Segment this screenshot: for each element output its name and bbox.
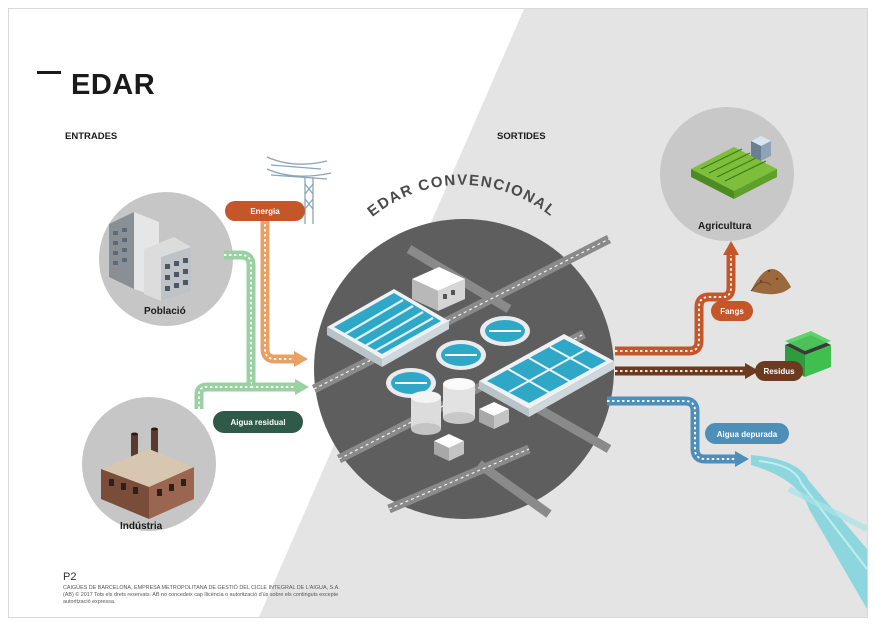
population-node: Població bbox=[99, 192, 233, 326]
wastewater-tag: Aigua residual bbox=[213, 411, 303, 433]
water-stream-icon bbox=[751, 455, 867, 609]
page-title: EDAR bbox=[71, 69, 156, 101]
sludge-label: Fangs bbox=[720, 307, 744, 316]
wastewater-label: Aigua residual bbox=[230, 418, 285, 427]
factory-icon bbox=[101, 427, 194, 519]
waste-label: Residus bbox=[763, 367, 795, 376]
wastewater-pipe bbox=[194, 250, 309, 409]
energy-tag: Energia bbox=[225, 201, 305, 221]
industry-label: Indústria bbox=[120, 521, 163, 532]
power-pylon-icon bbox=[266, 156, 332, 224]
agriculture-node: Agricultura bbox=[660, 107, 794, 241]
title-dash bbox=[37, 71, 61, 74]
treated-water-tag: Aigua depurada bbox=[705, 423, 789, 444]
population-label: Població bbox=[144, 306, 186, 317]
aeration-basins bbox=[479, 334, 614, 417]
plant-label: EDAR CONVENCIONAL bbox=[364, 172, 559, 221]
energy-label: Energia bbox=[250, 207, 280, 216]
waste-tag: Residus bbox=[755, 361, 803, 381]
sludge-pile-icon bbox=[750, 268, 791, 295]
buildings-icon bbox=[109, 212, 191, 301]
industry-node: Indústria bbox=[82, 397, 216, 532]
treatment-plant: EDAR CONVENCIONAL bbox=[311, 172, 614, 519]
farm-icon bbox=[691, 136, 777, 199]
treated-water-label: Aigua depurada bbox=[717, 430, 778, 439]
sludge-pipe bbox=[615, 241, 739, 356]
clarifiers bbox=[386, 316, 530, 398]
settling-tanks bbox=[327, 289, 449, 367]
agriculture-label: Agricultura bbox=[698, 221, 752, 232]
control-building bbox=[412, 267, 465, 311]
waste-pipe bbox=[615, 363, 759, 379]
diagram-canvas: Població Indústria bbox=[82, 107, 867, 609]
energy-pipe bbox=[260, 219, 308, 367]
treated-water-pipe bbox=[607, 396, 749, 467]
copyright-text: CAIGÜES DE BARCELONA, EMPRESA METROPOLIT… bbox=[63, 585, 340, 605]
digesters bbox=[411, 378, 509, 461]
page-number: P2 bbox=[63, 571, 77, 583]
infographic-frame: EDAR ENTRADES SORTIDES Població bbox=[8, 8, 868, 618]
section-outputs-label: SORTIDES bbox=[497, 131, 546, 142]
sludge-tag: Fangs bbox=[711, 301, 753, 321]
section-inputs-label: ENTRADES bbox=[65, 131, 118, 142]
